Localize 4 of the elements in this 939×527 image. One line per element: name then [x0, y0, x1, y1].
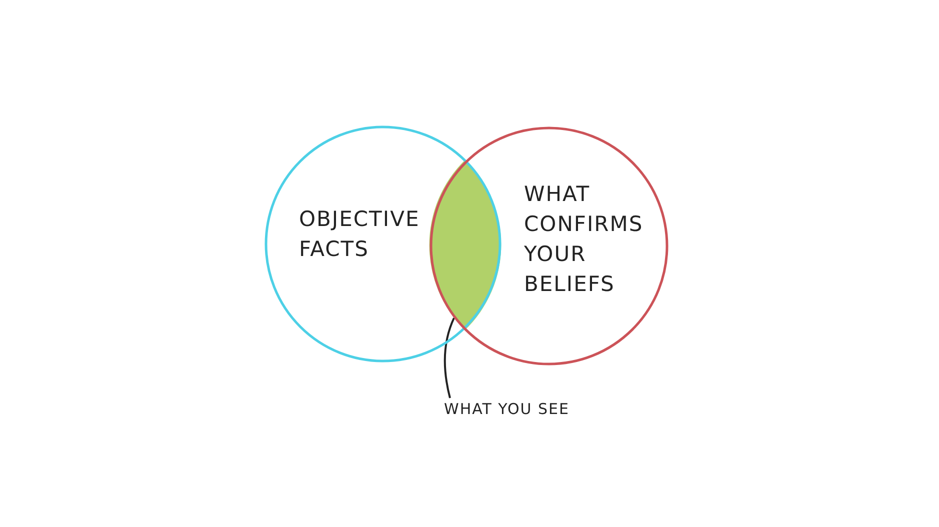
leader-line	[444, 318, 455, 398]
circle-label: WHAT CONFIRMS YOUR BELIEFS	[524, 181, 644, 298]
circle-label: OBJECTIVE FACTS	[299, 206, 421, 263]
callout-label: WHAT YOU SEE	[444, 399, 570, 420]
